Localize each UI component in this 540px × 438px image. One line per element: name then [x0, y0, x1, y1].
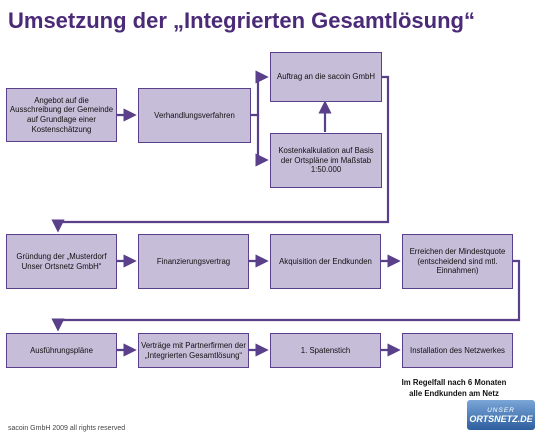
- timeline-note: Im Regelfall nach 6 Monaten alle Endkund…: [401, 378, 507, 398]
- logo-line-1: UNSER: [487, 406, 515, 414]
- box-akquisition: Akquisition der Endkunden: [270, 234, 381, 289]
- box-gruendung: Gründung der „Musterdorf Unser Ortsnetz …: [6, 234, 117, 289]
- box-vertraege: Verträge mit Partnerfirmen der „Integrie…: [138, 333, 249, 368]
- copyright-footer: sacoin GmbH 2009 all rights reserved: [8, 425, 126, 432]
- box-installation: Installation des Netzwerkes: [402, 333, 513, 368]
- logo-line-2: ORTSNETZ.DE: [469, 413, 533, 424]
- unser-ortsnetz-logo: UNSER ORTSNETZ.DE: [467, 400, 535, 430]
- arrow-verhandlung-auftrag: [251, 70, 269, 117]
- box-spatenstich: 1. Spatenstich: [270, 333, 381, 368]
- box-finanzierungsvertrag: Finanzierungsvertrag: [138, 234, 249, 289]
- page-title: Umsetzung der „Integrierten Gesamtlösung…: [8, 8, 475, 33]
- box-kostenkalkulation: Kostenkalkulation auf Basis der Ortsplän…: [270, 133, 382, 188]
- arrow-auftrag-gruendung: [51, 75, 390, 233]
- arrow-verhandlung-kosten: [255, 115, 269, 167]
- box-angebot: Angebot auf die Ausschreibung der Gemein…: [6, 88, 117, 142]
- box-auftrag: Auftrag an die sacoin GmbH: [270, 52, 382, 102]
- arrow-mindestquote-ausfuehrung: [51, 259, 521, 332]
- box-ausfuehrungsplaene: Ausführungspläne: [6, 333, 117, 368]
- box-mindestquote: Erreichen der Mindestquote (entscheidend…: [402, 234, 513, 289]
- box-verhandlungsverfahren: Verhandlungsverfahren: [138, 88, 251, 143]
